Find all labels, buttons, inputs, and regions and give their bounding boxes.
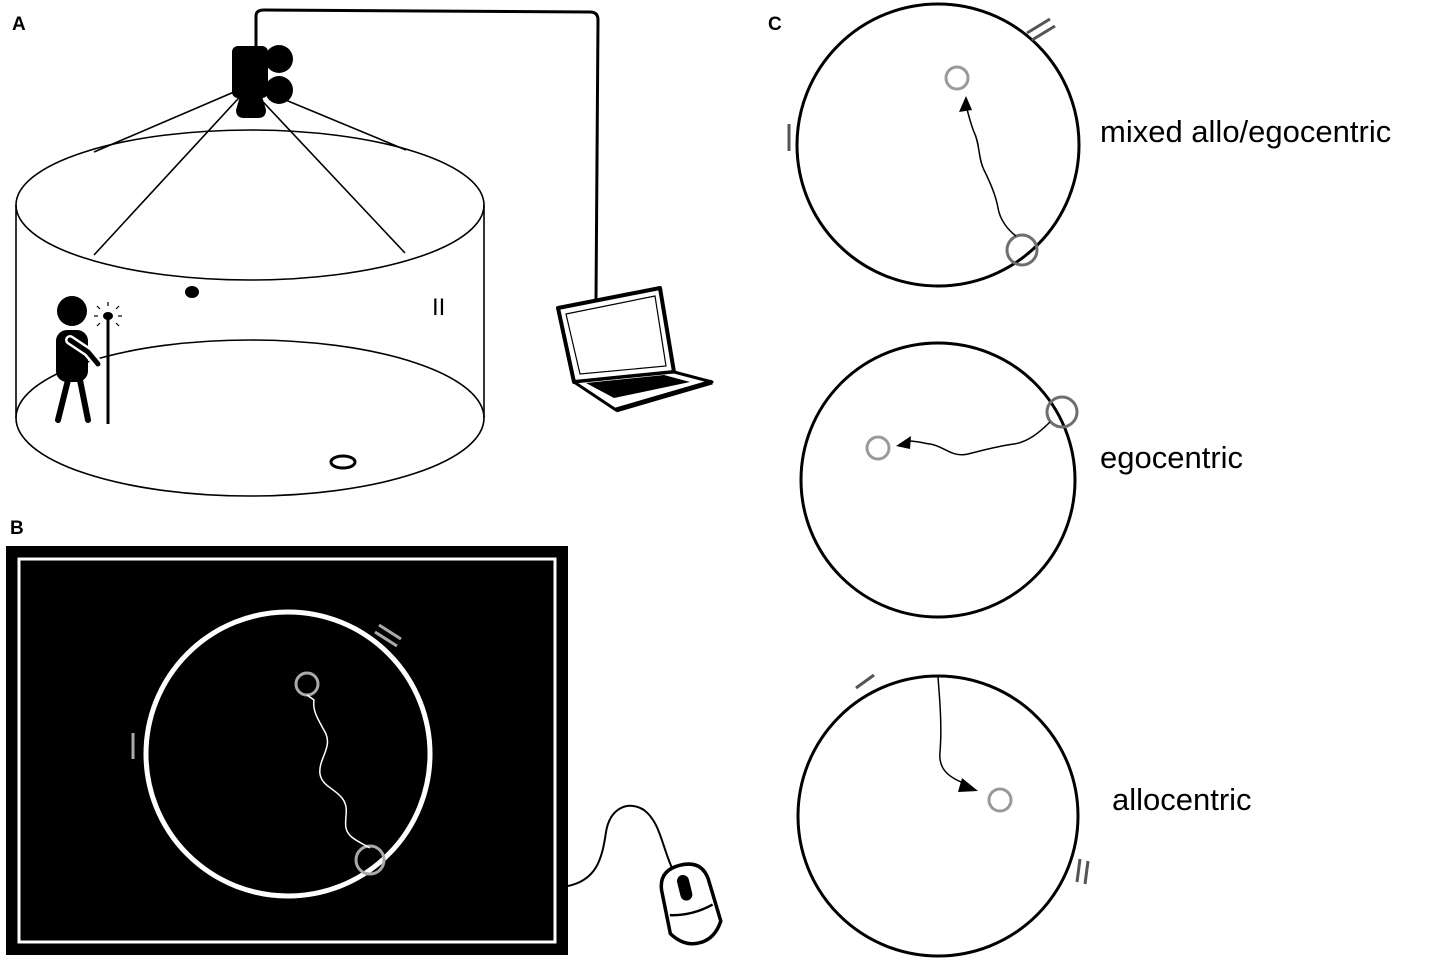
cue-double: [1075, 858, 1090, 885]
panel-b-letter: B: [10, 518, 24, 539]
wall-cue-label: II: [432, 294, 445, 321]
light-pole-icon: [94, 302, 122, 424]
panel-a-letter: A: [12, 14, 26, 35]
panel-b: B: [6, 518, 723, 955]
wall-dot-cue: [185, 286, 199, 298]
panel-c: C mixed allo/egocentric egocentric: [768, 2, 1391, 958]
camera-cable: [254, 8, 600, 309]
screen-path: [306, 694, 371, 849]
target-circle: [944, 65, 970, 91]
condition-label: mixed allo/egocentric: [1100, 114, 1391, 149]
condition-label: allocentric: [1112, 782, 1252, 817]
screen-start-circle: [354, 844, 386, 876]
condition-egocentric: egocentric: [799, 341, 1243, 619]
start-circle: [1045, 395, 1079, 429]
mouse-icon: [659, 862, 723, 946]
arena-circle: [795, 2, 1081, 288]
camera-icon: [232, 45, 293, 118]
arrowhead: [958, 778, 978, 792]
arena-circle: [799, 341, 1077, 619]
trajectory-path: [965, 105, 1017, 237]
cue-single: [855, 673, 875, 690]
arrowhead: [896, 436, 911, 449]
condition-mixed: mixed allo/egocentric: [787, 2, 1391, 288]
trajectory-path: [905, 421, 1051, 456]
cylinder-arena: [15, 129, 485, 497]
panel-a: A II: [12, 8, 714, 497]
laptop-icon: [556, 286, 714, 413]
person-icon: [55, 296, 103, 423]
target-circle: [865, 435, 891, 461]
cue-double: [1026, 17, 1056, 42]
arena-circle: [796, 674, 1080, 958]
panel-c-letter: C: [768, 14, 782, 35]
start-circle: [1005, 233, 1039, 267]
arrowhead: [959, 96, 972, 112]
screen-arena-circle: [143, 609, 433, 899]
trajectory-path: [937, 676, 967, 785]
screen-cue-double: [374, 623, 402, 648]
condition-allocentric: allocentric: [796, 673, 1252, 958]
floor-target: [329, 454, 357, 470]
suspension-lines: [93, 85, 407, 256]
target-circle: [987, 787, 1013, 813]
condition-label: egocentric: [1100, 440, 1243, 475]
